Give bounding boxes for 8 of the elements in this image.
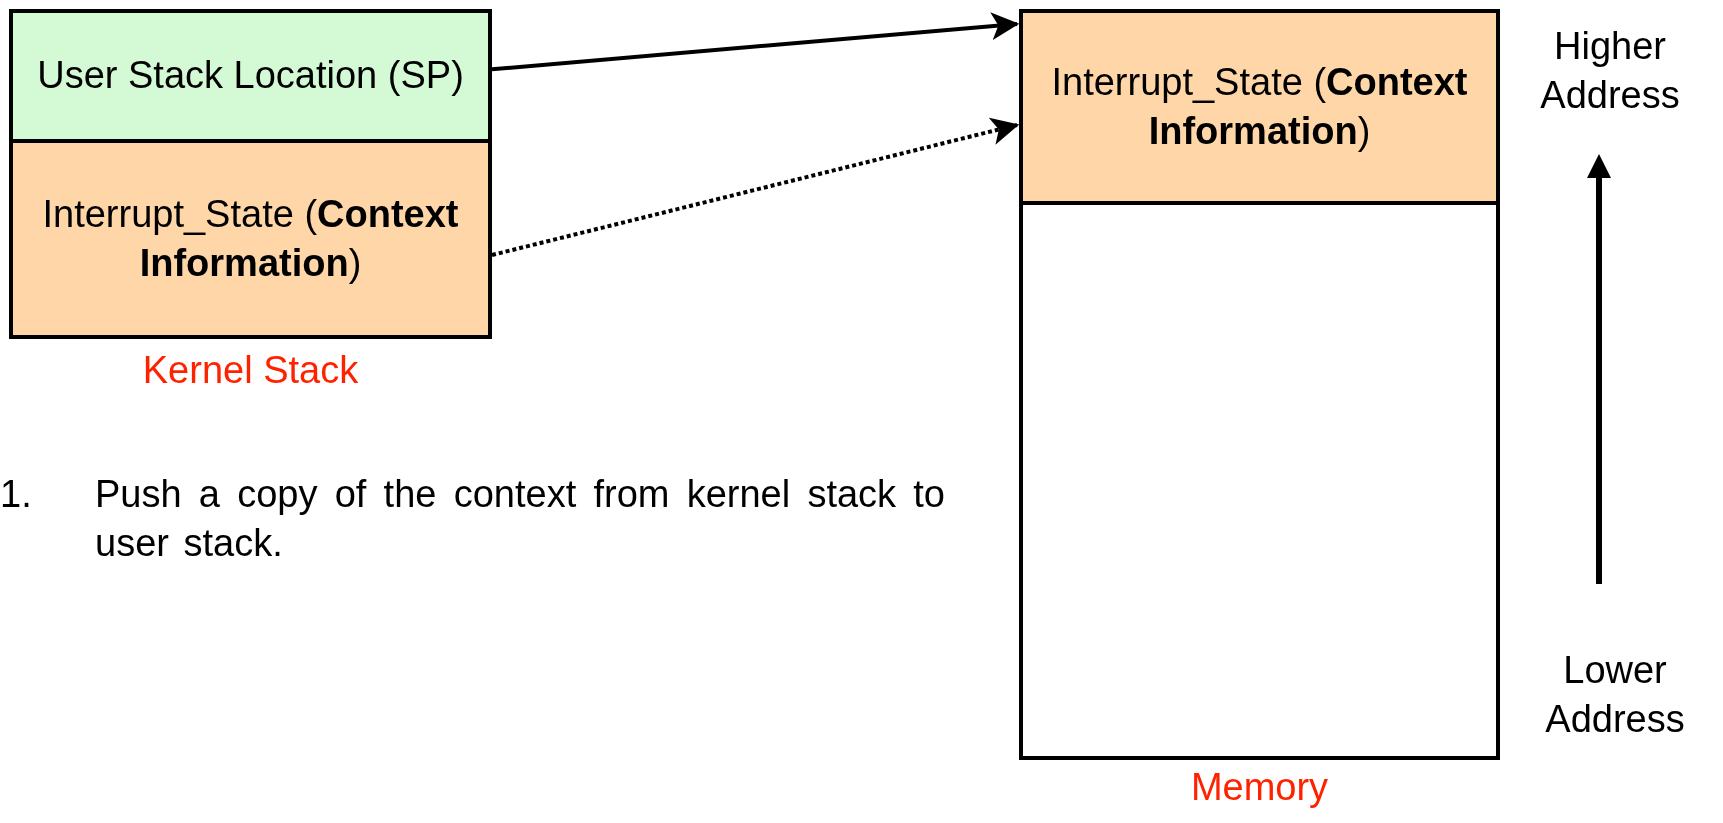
arrow [491, 117, 1020, 257]
axis-label: Higher Address [1539, 24, 1681, 119]
list-number: 1. [0, 472, 33, 517]
block-caption: Kernel Stack [142, 349, 359, 392]
arrow [491, 12, 1020, 72]
block-caption: Memory [1190, 766, 1329, 809]
axis-label: Lower Address [1544, 648, 1686, 743]
note-text: Push a copy of the context from kernel stack to user stack. [95, 472, 945, 567]
